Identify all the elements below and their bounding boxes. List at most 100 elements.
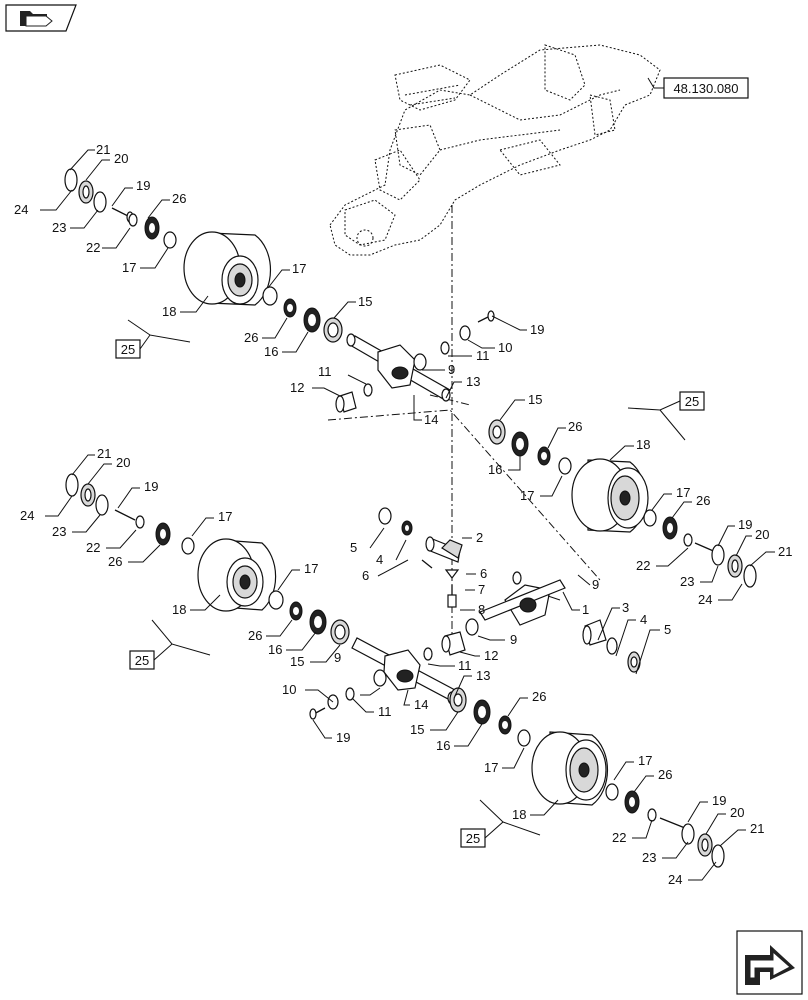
- group-reference-lower[interactable]: 25: [460, 799, 541, 848]
- callout-1: 1: [582, 602, 589, 617]
- callout-4: 4: [640, 612, 647, 627]
- callout-leaders: [40, 149, 775, 881]
- callout-14: 14: [424, 412, 438, 427]
- upper-left-wheel-assembly: [64, 168, 343, 343]
- group-reference-middle-left[interactable]: 25: [129, 619, 211, 670]
- callout-17: 17: [676, 485, 690, 500]
- callout-14: 14: [414, 697, 428, 712]
- callout-11: 11: [458, 658, 472, 673]
- callout-21: 21: [96, 142, 110, 157]
- callout-4: 4: [376, 552, 383, 567]
- frame-reference-label: 48.130.080: [673, 81, 738, 96]
- callout-12: 12: [484, 648, 498, 663]
- callout-17: 17: [292, 261, 306, 276]
- callout-22: 22: [86, 540, 100, 555]
- callout-12: 12: [290, 380, 304, 395]
- callout-9: 9: [592, 577, 599, 592]
- callout-9: 9: [510, 632, 517, 647]
- callout-26: 26: [108, 554, 122, 569]
- callout-5: 5: [350, 540, 357, 555]
- callout-10: 10: [498, 340, 512, 355]
- callout-19: 19: [136, 178, 150, 193]
- callout-15: 15: [358, 294, 372, 309]
- callout-2: 2: [476, 530, 483, 545]
- next-page-arrow-icon[interactable]: [736, 930, 803, 995]
- chassis-frame: [329, 44, 661, 256]
- callout-16: 16: [488, 462, 502, 477]
- callout-16: 16: [264, 344, 278, 359]
- svg-text:25: 25: [466, 831, 480, 846]
- callout-26: 26: [172, 191, 186, 206]
- callout-19: 19: [712, 793, 726, 808]
- callout-11: 11: [318, 364, 332, 379]
- callout-24: 24: [668, 872, 682, 887]
- callout-26: 26: [532, 689, 546, 704]
- callout-22: 22: [86, 240, 100, 255]
- callout-17: 17: [638, 753, 652, 768]
- callout-17: 17: [122, 260, 136, 275]
- callout-18: 18: [172, 602, 186, 617]
- callout-26: 26: [658, 767, 672, 782]
- callout-24: 24: [698, 592, 712, 607]
- callout-19: 19: [144, 479, 158, 494]
- svg-text:25: 25: [685, 394, 699, 409]
- callout-13: 13: [466, 374, 480, 389]
- svg-text:25: 25: [121, 342, 135, 357]
- callout-3: 3: [622, 600, 629, 615]
- callout-26: 26: [568, 419, 582, 434]
- callout-6: 6: [480, 566, 487, 581]
- callout-17: 17: [304, 561, 318, 576]
- callout-26: 26: [696, 493, 710, 508]
- callout-18: 18: [162, 304, 176, 319]
- folder-back-icon[interactable]: [5, 4, 77, 32]
- callout-9: 9: [448, 362, 455, 377]
- callout-18: 18: [636, 437, 650, 452]
- group-reference-upper-left[interactable]: 25: [115, 319, 191, 359]
- callout-26: 26: [244, 330, 258, 345]
- svg-text:25: 25: [135, 653, 149, 668]
- callout-24: 24: [20, 508, 34, 523]
- callout-20: 20: [114, 151, 128, 166]
- callout-21: 21: [97, 446, 111, 461]
- upper-right-wheel-assembly: [488, 419, 757, 588]
- callout-18: 18: [512, 807, 526, 822]
- callout-17: 17: [218, 509, 232, 524]
- callout-8: 8: [478, 602, 485, 617]
- upper-pivot-arm: [335, 310, 495, 413]
- frame-reference-box[interactable]: 48.130.080: [647, 77, 749, 99]
- callout-11: 11: [378, 704, 392, 719]
- callout-10: 10: [282, 682, 296, 697]
- callout-15: 15: [290, 654, 304, 669]
- callout-23: 23: [52, 524, 66, 539]
- callout-11: 11: [476, 348, 490, 363]
- callout-13: 13: [476, 668, 490, 683]
- callout-23: 23: [642, 850, 656, 865]
- callout-20: 20: [116, 455, 130, 470]
- callout-19: 19: [530, 322, 544, 337]
- callout-23: 23: [680, 574, 694, 589]
- callout-21: 21: [750, 821, 764, 836]
- callout-20: 20: [755, 527, 769, 542]
- callout-23: 23: [52, 220, 66, 235]
- callout-17: 17: [484, 760, 498, 775]
- callout-21: 21: [778, 544, 792, 559]
- callout-15: 15: [410, 722, 424, 737]
- centre-pivot-assembly: [378, 507, 641, 673]
- callout-9: 9: [334, 650, 341, 665]
- callout-5: 5: [664, 622, 671, 637]
- callout-24: 24: [14, 202, 28, 217]
- callout-numbers: 21 20 24 23 19 22 26 17 18 17 26 16 15 1…: [14, 142, 792, 887]
- callout-6: 6: [362, 568, 369, 583]
- callout-7: 7: [478, 582, 485, 597]
- group-reference-upper-right[interactable]: 25: [627, 391, 705, 441]
- lower-pivot-arm: [309, 618, 479, 720]
- callout-15: 15: [528, 392, 542, 407]
- callout-26: 26: [248, 628, 262, 643]
- middle-left-wheel-assembly: [65, 473, 350, 645]
- callout-16: 16: [268, 642, 282, 657]
- lower-right-wheel-assembly: [449, 687, 725, 868]
- callout-19: 19: [336, 730, 350, 745]
- callout-22: 22: [636, 558, 650, 573]
- callout-19: 19: [738, 517, 752, 532]
